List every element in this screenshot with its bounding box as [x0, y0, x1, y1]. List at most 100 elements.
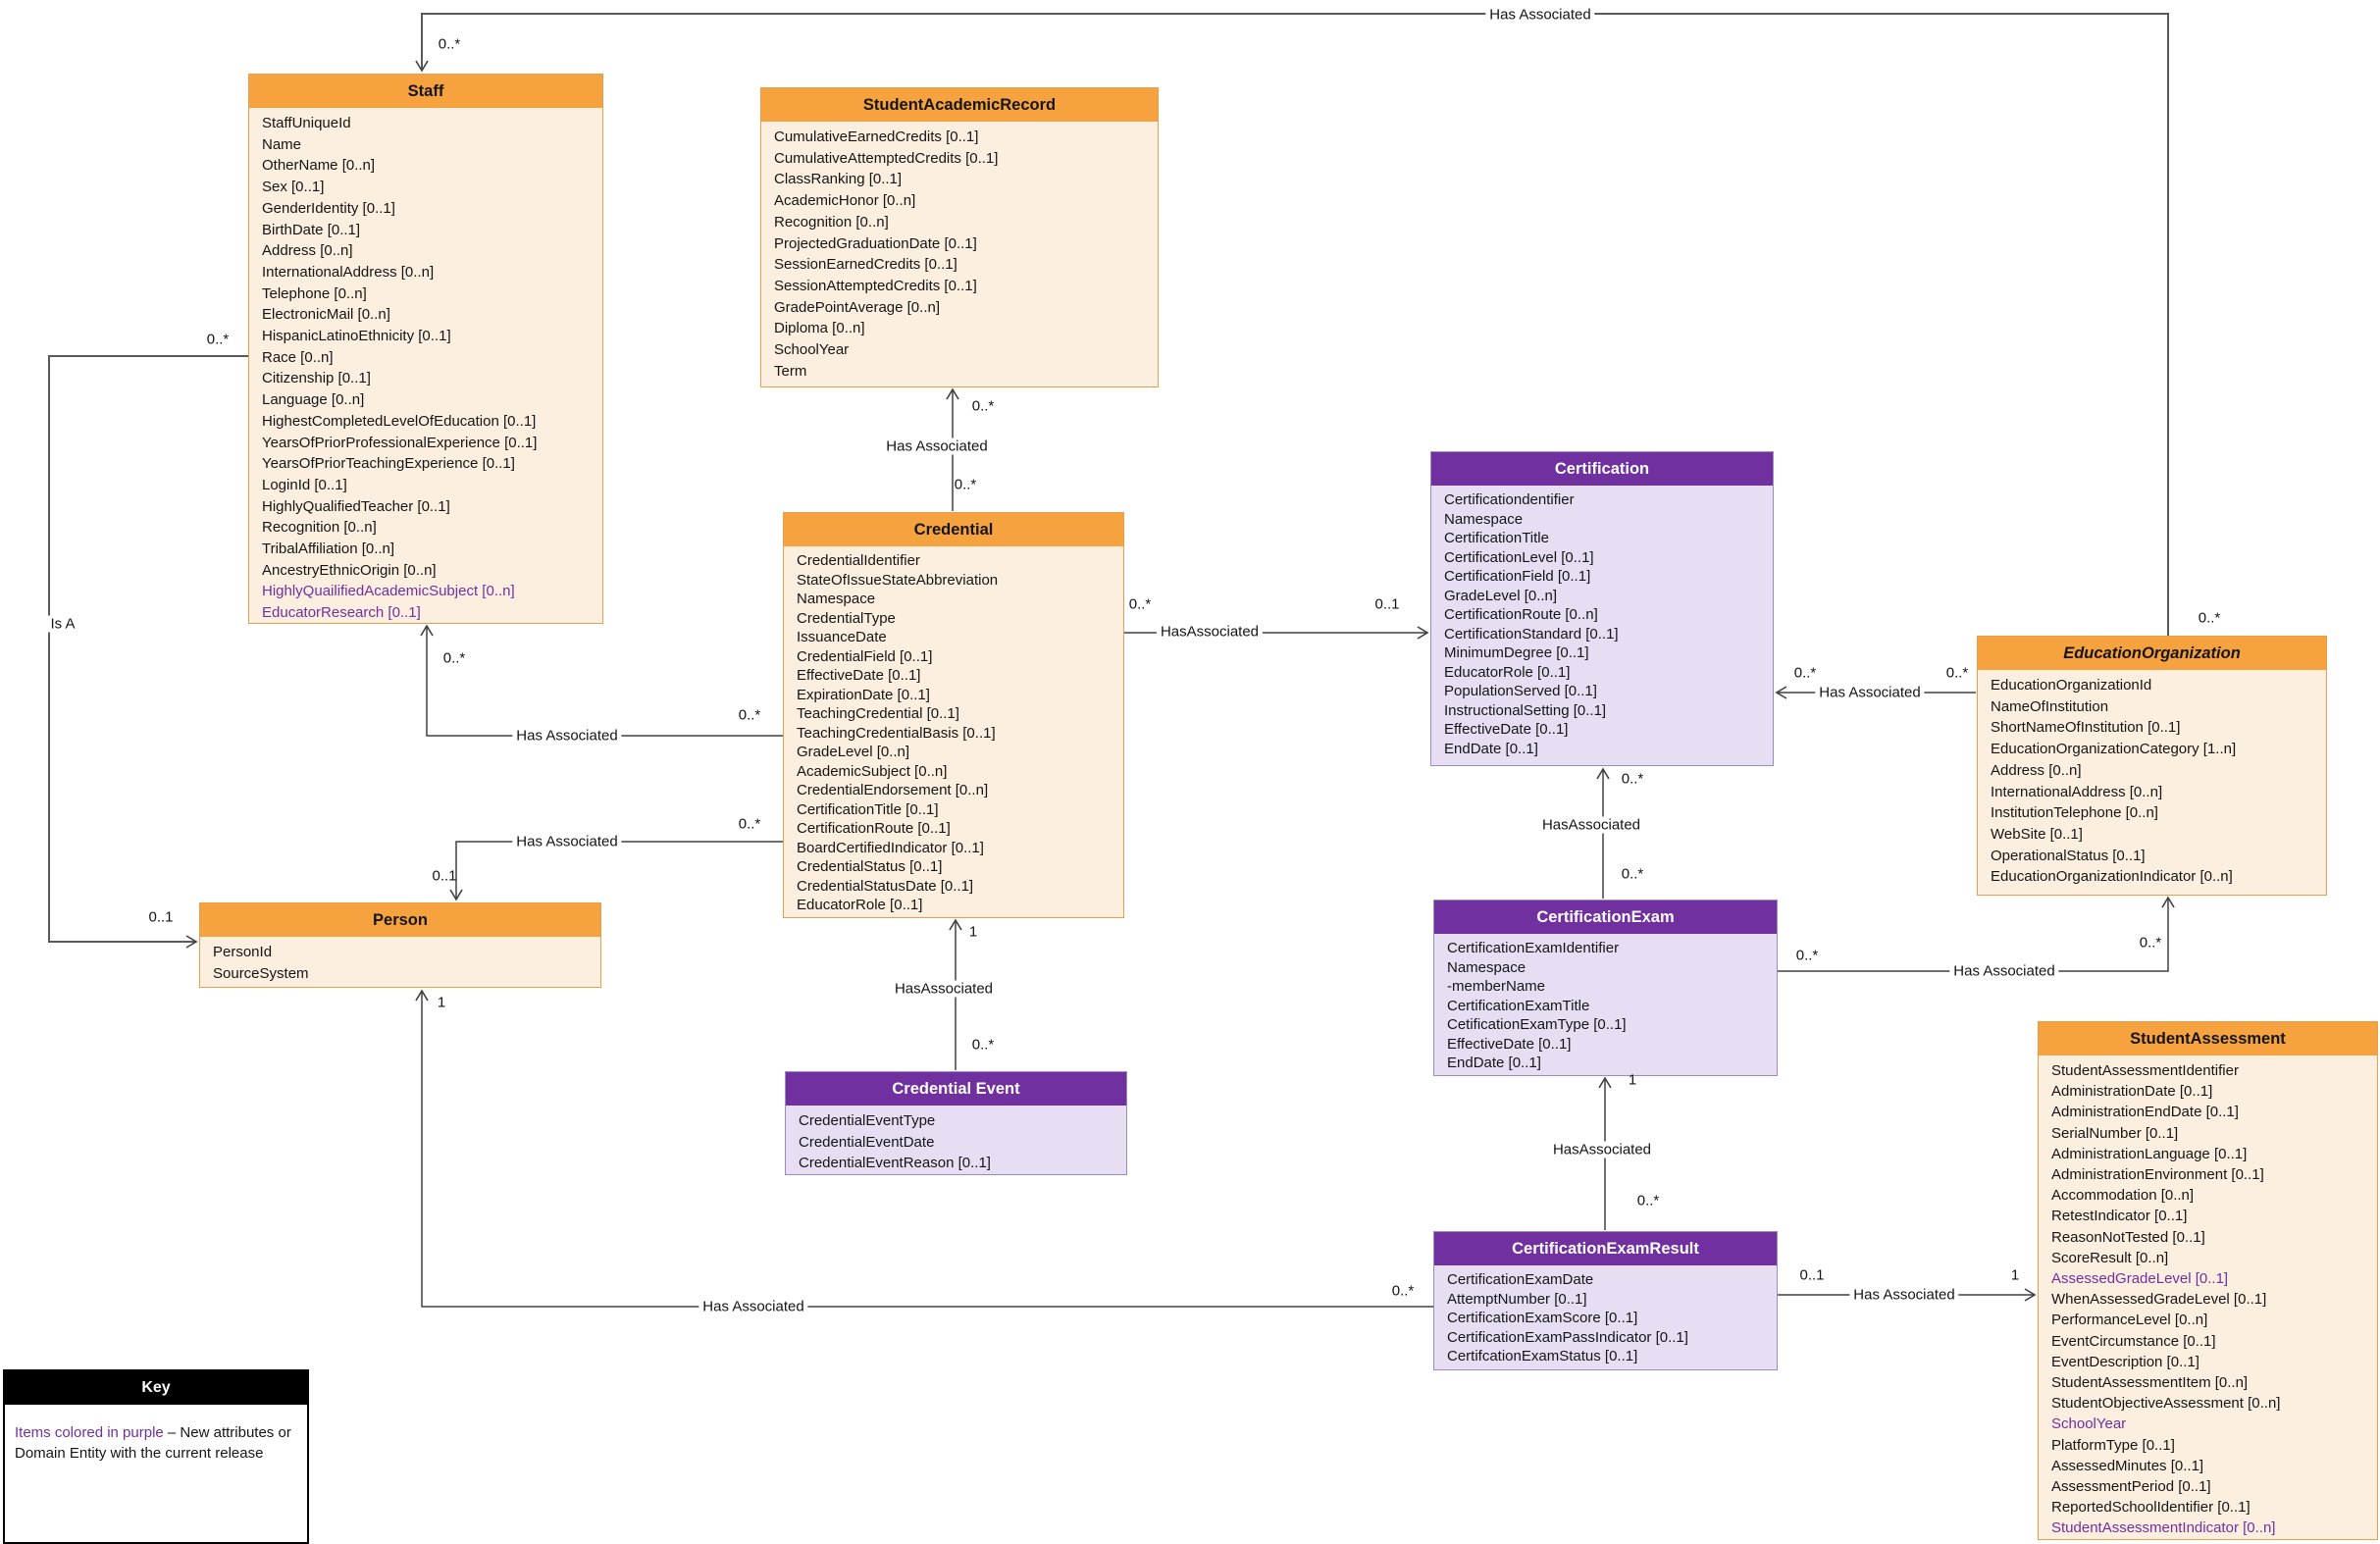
attribute-row: CertificationStandard [0..1]: [1444, 625, 1619, 643]
entity-title: EducationOrganization: [1978, 637, 2326, 670]
attribute-row: SessionEarnedCredits [0..1]: [774, 256, 957, 274]
multiplicity-staff-end: 0..*: [442, 649, 466, 667]
attribute-row: CredentialStatus [0..1]: [797, 858, 943, 875]
attribute-row: EffectiveDate [0..1]: [797, 667, 921, 684]
attribute-row: CredentialField [0..1]: [797, 647, 933, 665]
attribute-row: AcademicHonor [0..n]: [774, 192, 916, 210]
attribute-row: SchoolYear: [774, 341, 850, 359]
attribute-row: EducatorRole [0..1]: [1444, 663, 1571, 681]
attribute-row: InstitutionTelephone [0..n]: [1991, 804, 2158, 822]
entity-title: StudentAssessment: [2039, 1022, 2377, 1055]
attribute-row: EndDate [0..1]: [1447, 1055, 1541, 1071]
label-examresult-exam: HasAssociated: [1548, 1141, 1656, 1158]
attribute-row: Certificationdentifier: [1444, 491, 1575, 508]
attribute-row: Citizenship [0..1]: [262, 370, 371, 387]
attribute-row: PersonId: [213, 944, 273, 960]
attribute-row: BoardCertifiedIndicator [0..1]: [797, 839, 984, 856]
attribute-row: Namespace: [1447, 958, 1526, 976]
entity-title: Credential Event: [786, 1072, 1126, 1106]
attribute-row: CredentialType: [797, 609, 896, 627]
multiplicity-person-end: 1: [437, 994, 446, 1011]
multiplicity-edorg-end: 0..*: [2198, 609, 2221, 627]
attribute-row: CertificationRoute [0..1]: [797, 820, 951, 837]
multiplicity-credential-end: 0..*: [1128, 595, 1152, 613]
attribute-row: Recognition [0..n]: [262, 519, 377, 537]
multiplicity-result-end: 0..*: [1391, 1282, 1415, 1300]
entity-title: StudentAcademicRecord: [761, 88, 1158, 122]
multiplicity-credential-end: 0..*: [954, 476, 977, 493]
attribute-row: SchoolYear: [2051, 1415, 2127, 1433]
attribute-row: EffectiveDate [0..1]: [1444, 721, 1569, 738]
attribute-row: AcademicSubject [0..n]: [797, 762, 948, 780]
multiplicity-edorg-end: 0..*: [2139, 934, 2162, 952]
attribute-row: Address [0..n]: [1991, 761, 2082, 779]
attribute-row: StudentAssessmentIndicator [0..n]: [2051, 1519, 2276, 1537]
attribute-row: ClassRanking [0..1]: [774, 171, 903, 188]
attribute-row: EndDate [0..1]: [1444, 740, 1538, 757]
connector-staff-person-isa: [48, 355, 248, 949]
attribute-row: HighlyQuailifiedAcademicSubject [0..n]: [262, 583, 515, 600]
attribute-row: CertificationTitle: [1444, 530, 1549, 546]
attribute-row: WebSite [0..1]: [1991, 825, 2083, 843]
attribute-row: YearsOfPriorProfessionalExperience [0..1…: [262, 434, 538, 451]
multiplicity-staff-end: 0..*: [206, 331, 230, 348]
attribute-row: Diploma [0..n]: [774, 320, 865, 337]
attribute-row: CredentialEndorsement [0..n]: [797, 782, 989, 798]
label-edorg-staff: Has Associated: [1485, 6, 1595, 24]
attribute-row: EventCircumstance [0..1]: [2051, 1332, 2216, 1350]
attribute-row: CertificationExamTitle: [1447, 997, 1590, 1014]
attribute-row: CertificationExamIdentifier: [1447, 940, 1620, 956]
attribute-row: Accommodation [0..n]: [2051, 1187, 2195, 1205]
key-rest-text: – New attributes or Domain Entity with t…: [15, 1424, 291, 1462]
attribute-row: CertificationLevel [0..1]: [1444, 548, 1594, 566]
attribute-row: HighestCompletedLevelOfEducation [0..1]: [262, 412, 537, 430]
attribute-row: CredentialStatusDate [0..1]: [797, 877, 974, 895]
multiplicity-result-end: 0..*: [1636, 1192, 1660, 1209]
attribute-row: CertificationExamDate: [1447, 1271, 1594, 1288]
attribute-row: IssuanceDate: [797, 629, 887, 645]
key-text: Items colored in purple – New attributes…: [15, 1422, 297, 1464]
attribute-row: AdministrationEnvironment [0..1]: [2051, 1166, 2264, 1184]
attribute-row: RetestIndicator [0..1]: [2051, 1208, 2188, 1225]
attribute-row: OperationalStatus [0..1]: [1991, 847, 2146, 864]
entity-education-organization: EducationOrganization EducationOrganizat…: [1977, 636, 2327, 896]
attribute-row: Namespace: [1444, 510, 1524, 528]
attribute-row: LoginId [0..1]: [262, 476, 347, 493]
attribute-row: AncestryEthnicOrigin [0..n]: [262, 561, 437, 579]
label-person-credential: Has Associated: [512, 833, 622, 850]
key-legend: Key Items colored in purple – New attrib…: [3, 1369, 309, 1544]
attribute-row: PlatformType [0..1]: [2051, 1436, 2175, 1454]
attribute-row: AdministrationLanguage [0..1]: [2051, 1145, 2248, 1162]
attribute-row: Namespace: [797, 591, 876, 607]
multiplicity-edorg-end: 0..*: [1945, 664, 1969, 682]
entity-student-academic-record: StudentAcademicRecord CumulativeEarnedCr…: [760, 87, 1159, 387]
attribute-row: Recognition [0..n]: [774, 213, 889, 231]
attribute-row: Name: [262, 135, 302, 153]
attribute-row: CredentialEventDate: [799, 1133, 935, 1151]
key-title: Key: [5, 1371, 307, 1405]
multiplicity-exam-end: 1: [1628, 1071, 1637, 1089]
key-purple-text: Items colored in purple: [15, 1424, 168, 1441]
label-credential-certification: HasAssociated: [1156, 623, 1264, 641]
multiplicity-credential-end: 1: [968, 923, 978, 941]
attribute-row: GradeLevel [0..n]: [797, 744, 910, 760]
label-result-assessment: Has Associated: [1849, 1286, 1959, 1304]
attribute-row: AttemptNumber [0..1]: [1447, 1290, 1587, 1308]
multiplicity-result-end: 0..1: [1799, 1266, 1825, 1284]
attribute-row: OtherName [0..n]: [262, 157, 376, 175]
attribute-row: PopulationServed [0..1]: [1444, 683, 1597, 699]
multiplicity-certification-end: 0..1: [1374, 595, 1400, 613]
attribute-row: CredentialIdentifier: [797, 552, 920, 569]
multiplicity-staff-end: 0..*: [438, 35, 461, 53]
attribute-row: InternationalAddress [0..n]: [262, 263, 435, 281]
